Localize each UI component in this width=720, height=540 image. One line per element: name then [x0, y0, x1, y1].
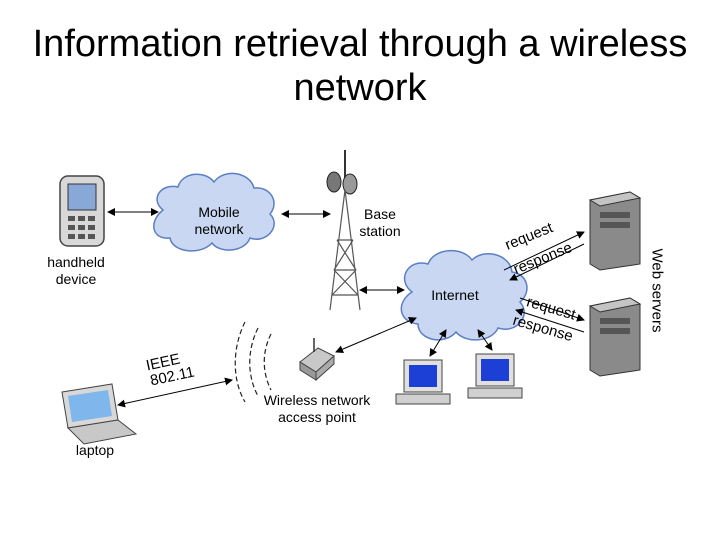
laptop-icon: [61, 383, 138, 445]
response-link-bottom: [515, 308, 585, 333]
pc-right-link: [477, 329, 493, 351]
web-server-top: [588, 191, 642, 271]
ap-internet-link: [335, 317, 417, 353]
mobile-network-cloud: [153, 172, 275, 252]
web-server-bottom: [588, 297, 642, 377]
laptop-label: laptop: [75, 442, 115, 458]
response-link-top: [509, 243, 585, 281]
laptop-ap-link: [117, 377, 233, 408]
desktop-pc-right: [467, 353, 523, 399]
access-point-label: Wireless network access point: [263, 392, 371, 425]
mobile-network-label: Mobile network: [194, 204, 244, 237]
phone-icon: [59, 175, 105, 247]
base-station-tower: [326, 150, 361, 311]
handheld-device-label: handheld device: [47, 254, 105, 287]
base-station-label: Base station: [359, 206, 401, 239]
wireless-waves-icon: [234, 321, 272, 403]
request-link-top: [503, 231, 585, 271]
internet-cloud: [400, 250, 528, 341]
request-link-bottom: [519, 297, 585, 322]
internet-label: Internet: [431, 287, 479, 303]
web-servers-label: Web servers: [648, 248, 666, 333]
access-point-icon: [299, 338, 335, 382]
desktop-pc-left: [395, 359, 451, 405]
page-title: Information retrieval through a wireless…: [32, 23, 688, 109]
pc-left-link: [429, 329, 447, 357]
